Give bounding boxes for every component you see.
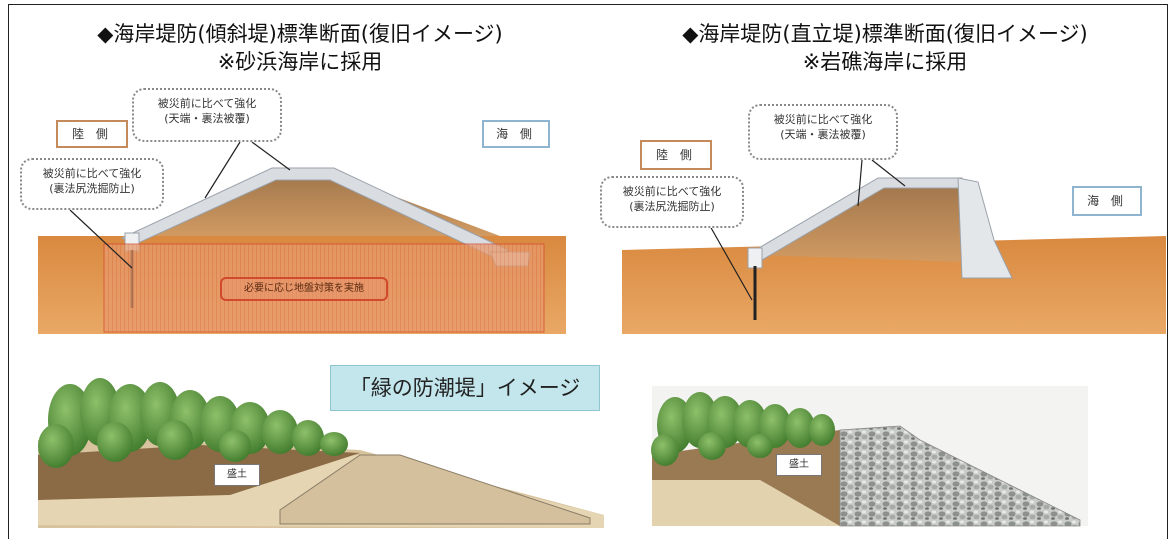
right-toe-callout: 被災前に比べて強化 (裏法尻洗掘防止) xyxy=(600,176,744,228)
left-crest-callout: 被災前に比べて強化 (天端・裏法被覆) xyxy=(132,88,282,142)
diagram-frame xyxy=(8,4,1168,539)
left-green-embankment-image xyxy=(38,378,604,528)
left-title-line2: ※砂浜海岸に採用 xyxy=(217,50,383,74)
right-title-line1: ◆海岸堤防(直立堤)標準断面(復旧イメージ) xyxy=(682,22,1088,46)
left-crest-callout-line2: (天端・裏法被覆) xyxy=(164,112,250,125)
left-dike-mound xyxy=(279,454,591,525)
left-sea-side-label: 海 側 xyxy=(482,120,550,148)
right-sea-side-label: 海 側 xyxy=(1072,186,1142,216)
left-title: ◆海岸堤防(傾斜堤)標準断面(復旧イメージ) ※砂浜海岸に採用 xyxy=(40,20,560,76)
left-land-side-label: 陸 側 xyxy=(56,120,128,148)
left-toe-callout-line1: 被災前に比べて強化 xyxy=(42,167,142,180)
left-title-line1: ◆海岸堤防(傾斜堤)標準断面(復旧イメージ) xyxy=(97,22,503,46)
right-toe-wall xyxy=(747,247,763,269)
right-callout-leader-a xyxy=(857,159,863,207)
right-rock-revetment xyxy=(839,425,1081,527)
ground-improvement-note: 必要に応じ地盤対策を実施 xyxy=(220,277,388,301)
right-crest-callout: 被災前に比べて強化 (天端・裏法被覆) xyxy=(748,104,898,160)
left-embankment-core xyxy=(130,172,500,236)
left-side-callout-leader xyxy=(69,209,133,269)
left-toe-callout: 被災前に比べて強化 (裏法尻洗掘防止) xyxy=(20,158,164,210)
left-crest-callout-line1: 被災前に比べて強化 xyxy=(157,97,257,110)
right-forest-trees xyxy=(651,392,835,466)
right-side-callout-leader xyxy=(709,225,753,301)
right-title-line2: ※岩礁海岸に採用 xyxy=(802,50,968,74)
right-vertical-wall xyxy=(957,177,1013,279)
right-callout-leader-b xyxy=(871,159,906,187)
left-mound-label: 盛土 xyxy=(214,464,260,486)
right-embankment-core xyxy=(760,182,960,262)
left-callout-leader-a xyxy=(204,141,241,199)
right-crest-callout-line1: 被災前に比べて強化 xyxy=(773,113,873,126)
right-land-side-label: 陸 側 xyxy=(640,140,712,170)
right-toe-callout-line2: (裏法尻洗掘防止) xyxy=(629,200,715,213)
green-embankment-label: 「緑の防潮堤」イメージ xyxy=(330,365,600,411)
right-rock-embankment-image xyxy=(651,386,1088,527)
left-callout-leader-b xyxy=(251,141,291,171)
left-forest-trees xyxy=(38,378,348,468)
right-mound-label: 盛土 xyxy=(776,454,822,476)
right-title: ◆海岸堤防(直立堤)標準断面(復旧イメージ) ※岩礁海岸に採用 xyxy=(620,20,1150,76)
right-vertical-dike-section xyxy=(622,159,1166,334)
right-toe-callout-line1: 被災前に比べて強化 xyxy=(622,185,722,198)
right-crest-callout-line2: (天端・裏法被覆) xyxy=(780,128,866,141)
left-toe-callout-line2: (裏法尻洗掘防止) xyxy=(49,182,135,195)
right-base-soil xyxy=(652,480,840,526)
